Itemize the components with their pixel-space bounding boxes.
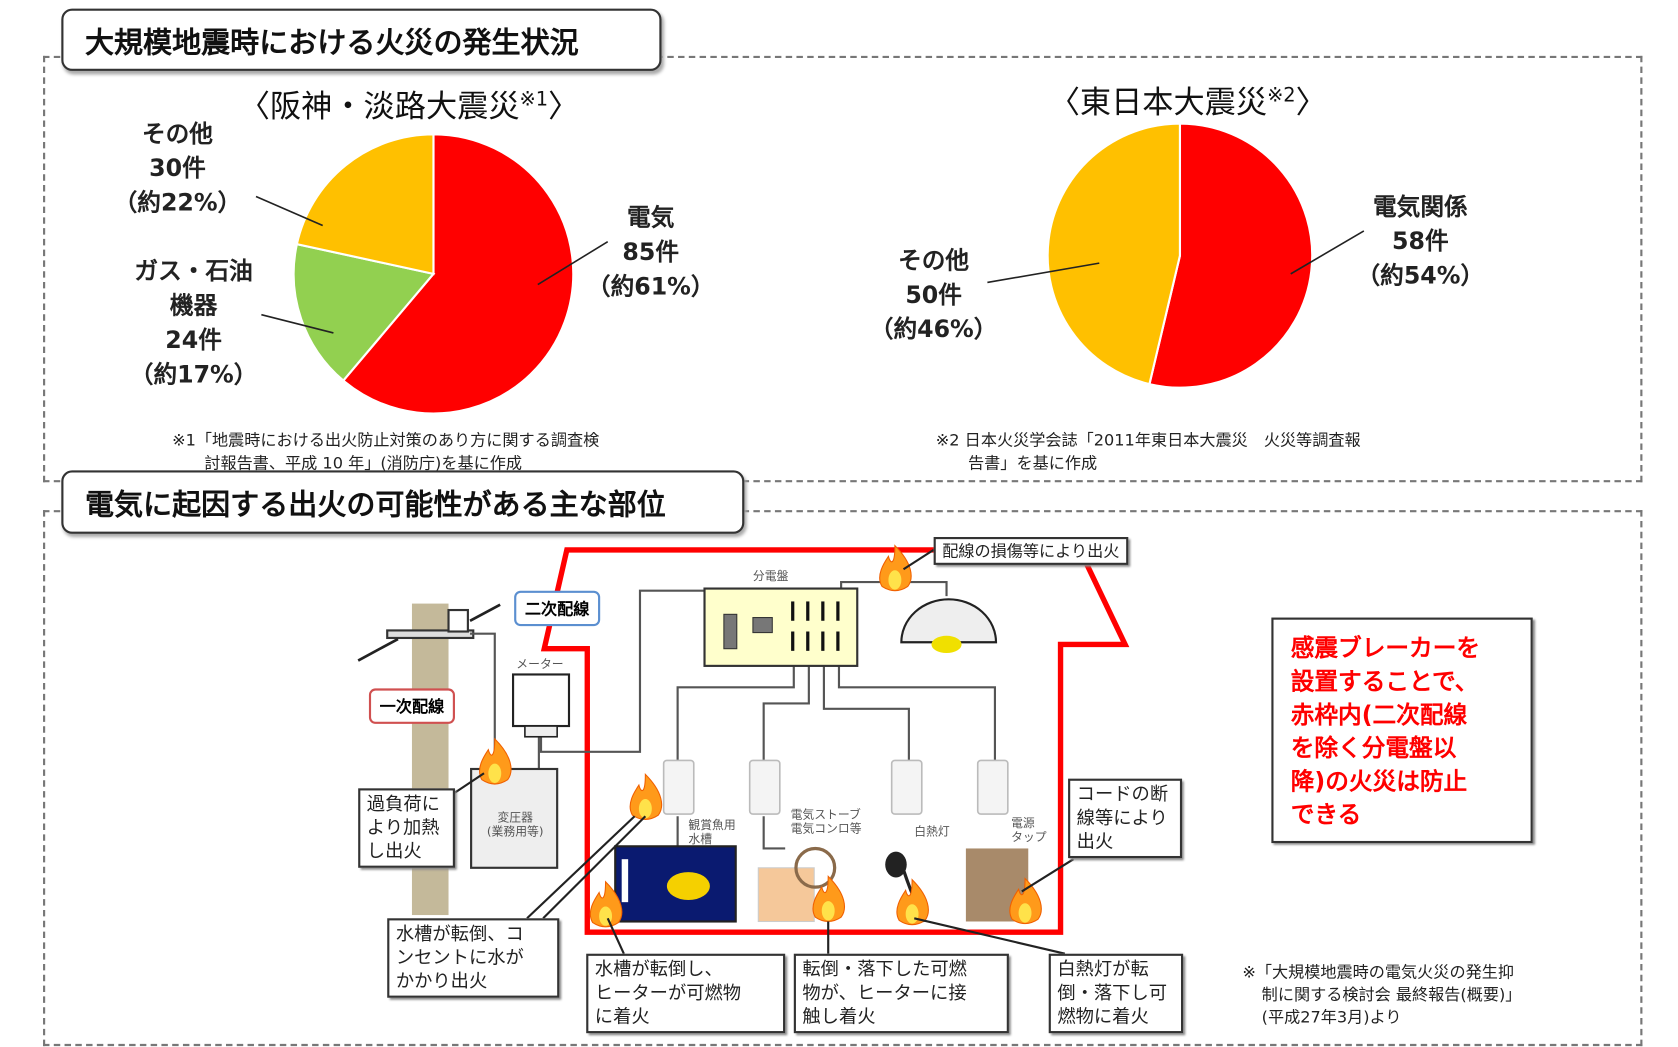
fire-core	[488, 763, 502, 783]
cause-cord-break: コードの断線等により出火	[1068, 778, 1183, 859]
fire-icon	[1009, 877, 1042, 925]
lamp-label: 白熱灯	[914, 824, 950, 839]
cause-overload: 過負荷により加熱し出火	[358, 788, 455, 868]
fire-icon	[812, 875, 845, 923]
aquarium-label: 観賞魚用水槽	[688, 818, 736, 847]
electric-stove	[757, 867, 815, 923]
cause-wiring-damage: 配線の損傷等により出火	[933, 537, 1128, 565]
transformer	[470, 767, 559, 869]
protected-area-outline	[540, 547, 1130, 935]
pie-slice-1	[1046, 122, 1182, 386]
section2-title: 電気に起因する出火の可能性がある主な部位	[61, 470, 745, 534]
fire-core	[905, 904, 919, 924]
outlets	[662, 759, 1009, 815]
fire-icon	[479, 737, 512, 785]
fire-core	[821, 901, 835, 921]
fire-icons	[479, 544, 1042, 928]
transformer-label: 変圧器(業務用等)	[486, 810, 544, 839]
utility-pole	[411, 603, 449, 916]
fire-icon	[879, 544, 912, 592]
fire-icon	[896, 878, 929, 926]
pie-hanshin	[292, 133, 575, 415]
meter-label: メーター	[516, 657, 564, 672]
stove-label: 電気ストーブ電気コンロ等	[790, 807, 862, 836]
pie-slice-1	[292, 242, 436, 383]
fire-core	[888, 570, 902, 590]
primary-wiring-callout: 一次配線	[368, 688, 455, 724]
higashi-source-note: ※2 日本火災学会誌「2011年東日本大震災 火災等調査報告書」を基に作成	[935, 430, 1361, 473]
hanshin-title: 〈阪神・淡路大震災※1〉	[238, 88, 580, 125]
ceiling-lamp	[900, 598, 998, 644]
desk-lamp	[885, 851, 907, 878]
section1-frame	[43, 55, 1643, 483]
section1-title: 大規模地震時における火災の発生状況	[61, 8, 662, 71]
meter	[511, 673, 571, 728]
pie-slice-2	[295, 133, 435, 276]
panel-label: 分電盤	[752, 569, 789, 584]
section1-title-text: 大規模地震時における火災の発生状況	[84, 26, 579, 60]
section2-source-note: ※「大規模地震時の電気火災の発生抑制に関する検討会 最終報告(概要)」(平成27…	[1242, 962, 1522, 1027]
tap-label: 電源タップ	[1011, 816, 1047, 845]
cause-tank-outlet: 水槽が転倒、コンセントに水がかかり出火	[387, 918, 560, 998]
pie-slice-0	[1148, 122, 1314, 389]
pole-insulator	[447, 608, 469, 633]
higashi-title: 〈東日本大震災※2〉	[1048, 83, 1327, 121]
fire-core	[638, 799, 652, 819]
pie-higashi	[1046, 122, 1314, 389]
cause-fallen-object: 転倒・落下した可燃物が、ヒーターに接触し着火	[793, 953, 1009, 1034]
section2-title-text: 電気に起因する出火の可能性がある主な部位	[84, 488, 666, 522]
breaker-message-box: 感震ブレーカーを設置することで、赤枠内(二次配線を除く分電盤以降)の火災は防止で…	[1271, 617, 1533, 844]
secondary-wiring-callout: 二次配線	[514, 590, 601, 627]
fire-icon	[589, 880, 623, 928]
leader-lines	[255, 195, 1365, 334]
section2-frame	[43, 510, 1643, 1047]
hanshin-source-note: ※1「地震時における出火防止対策のあり方に関する調査検討報告書、平成 10 年」…	[172, 430, 600, 473]
fire-icon	[629, 773, 663, 820]
cause-lamp: 白熱灯が転倒・落下し可燃物に着火	[1048, 953, 1184, 1034]
fire-core	[1018, 903, 1032, 923]
cause-tank-heater: 水槽が転倒し、ヒーターが可燃物に着火	[586, 953, 786, 1034]
pie-slice-0	[341, 133, 575, 415]
